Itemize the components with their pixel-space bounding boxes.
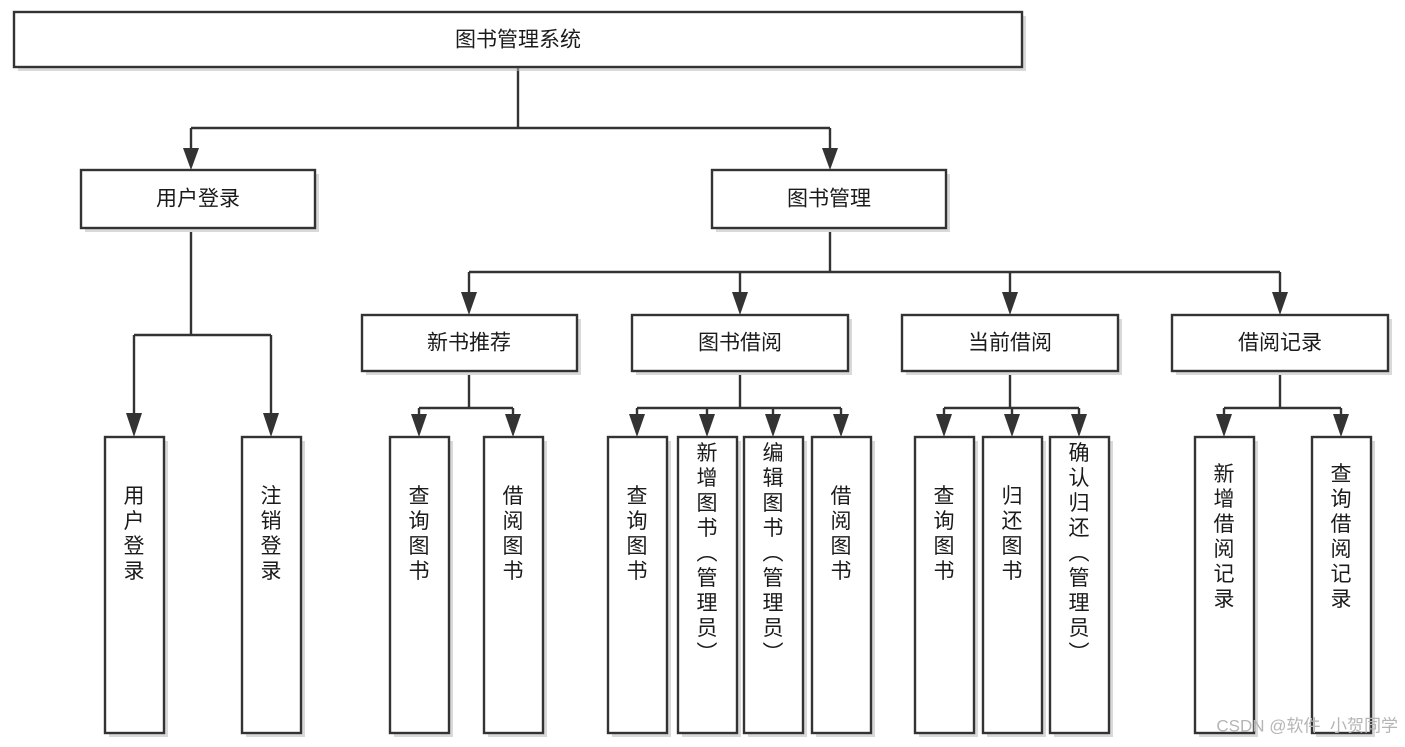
arrow-bm-to-book-borrow (732, 292, 748, 315)
arrow-nbr-leaf-1 (411, 414, 427, 437)
node-leaf-borrow-book-1-label: 借阅图书 (503, 485, 524, 583)
node-leaf-edit-book-label: 编辑图书︵管理员︶ (763, 442, 784, 665)
node-leaf-user-login-label: 用户登录 (124, 485, 145, 583)
node-leaf-query-book-3-label: 查询图书 (934, 485, 955, 583)
node-leaf-add-record[interactable]: 新增借阅记录 (1193, 435, 1258, 737)
node-leaf-query-book-1[interactable]: 查询图书 (388, 435, 453, 737)
arrow-cb-leaf-2 (1004, 414, 1020, 437)
node-current-borrow-label: 当前借阅 (968, 332, 1052, 355)
arrow-cb-leaf-3 (1071, 414, 1087, 437)
node-book-borrow-label: 图书借阅 (698, 332, 782, 355)
connector-group-root (183, 67, 838, 170)
node-leaf-borrow-book-1[interactable]: 借阅图书 (482, 435, 547, 737)
node-leaf-user-logout[interactable]: 注销登录 (240, 435, 305, 737)
node-leaf-confirm-return-label: 确认归还︵管理员︶ (1069, 442, 1090, 665)
node-root[interactable]: 图书管理系统 (12, 10, 1026, 71)
node-leaf-return-book-label: 归还图书 (1002, 485, 1023, 583)
connector-group-current-borrow (936, 375, 1087, 437)
node-book-borrow[interactable]: 图书借阅 (630, 313, 852, 375)
node-leaf-query-book-1-label: 查询图书 (409, 485, 430, 583)
arrow-bm-to-current-borrow (1002, 292, 1018, 315)
arrow-user-login-leaf-1 (126, 413, 142, 437)
arrow-root-to-user-login (183, 148, 199, 170)
arrow-br-leaf-2 (1333, 414, 1349, 437)
node-leaf-add-record-label: 新增借阅记录 (1214, 463, 1235, 611)
connector-group-book-borrow (629, 375, 849, 437)
node-book-management-label: 图书管理 (787, 188, 871, 211)
node-leaf-add-book[interactable]: 新增图书︵管理员︶ (676, 435, 741, 737)
arrow-nbr-leaf-2 (505, 414, 521, 437)
node-leaf-return-book[interactable]: 归还图书 (981, 435, 1046, 737)
connector-group-new-book-recommend (411, 375, 521, 437)
node-leaf-query-book-3[interactable]: 查询图书 (913, 435, 978, 737)
node-leaf-borrow-book-2[interactable]: 借阅图书 (810, 435, 875, 737)
arrow-bm-to-new-book-recommend (461, 292, 477, 315)
connector-group-borrow-record (1216, 375, 1349, 437)
node-leaf-confirm-return[interactable]: 确认归还︵管理员︶ (1048, 435, 1113, 737)
watermark: CSDN @软件_小贺同学 (1216, 716, 1398, 735)
node-leaf-query-record[interactable]: 查询借阅记录 (1310, 435, 1375, 737)
node-user-login-label: 用户登录 (156, 188, 240, 211)
arrow-bb-leaf-1 (629, 414, 645, 437)
node-new-book-recommend[interactable]: 新书推荐 (360, 313, 581, 375)
connector-group-user-login (126, 232, 279, 437)
node-root-label: 图书管理系统 (455, 29, 581, 52)
node-book-management[interactable]: 图书管理 (710, 168, 950, 232)
arrow-user-login-leaf-2 (263, 413, 279, 437)
node-leaf-query-book-2[interactable]: 查询图书 (606, 435, 671, 737)
arrow-bb-leaf-4 (833, 414, 849, 437)
arrow-root-to-book-management (822, 148, 838, 170)
node-new-book-recommend-label: 新书推荐 (427, 332, 511, 355)
node-leaf-user-logout-label: 注销登录 (261, 485, 282, 583)
node-leaf-user-login[interactable]: 用户登录 (103, 435, 168, 737)
node-leaf-query-book-2-label: 查询图书 (627, 485, 648, 583)
node-leaf-borrow-book-2-label: 借阅图书 (831, 485, 852, 583)
connector-group-book-management (461, 232, 1288, 315)
node-borrow-record[interactable]: 借阅记录 (1170, 313, 1392, 375)
node-current-borrow[interactable]: 当前借阅 (900, 313, 1122, 375)
node-leaf-add-book-label: 新增图书︵管理员︶ (697, 442, 718, 665)
arrow-bb-leaf-2 (699, 414, 715, 437)
node-leaf-edit-book[interactable]: 编辑图书︵管理员︶ (742, 435, 807, 737)
arrow-cb-leaf-1 (936, 414, 952, 437)
arrow-bm-to-borrow-record (1272, 292, 1288, 315)
arrow-bb-leaf-3 (765, 414, 781, 437)
node-borrow-record-label: 借阅记录 (1238, 332, 1322, 355)
node-leaf-query-record-label: 查询借阅记录 (1331, 463, 1352, 611)
arrow-br-leaf-1 (1216, 414, 1232, 437)
node-user-login[interactable]: 用户登录 (79, 168, 319, 232)
